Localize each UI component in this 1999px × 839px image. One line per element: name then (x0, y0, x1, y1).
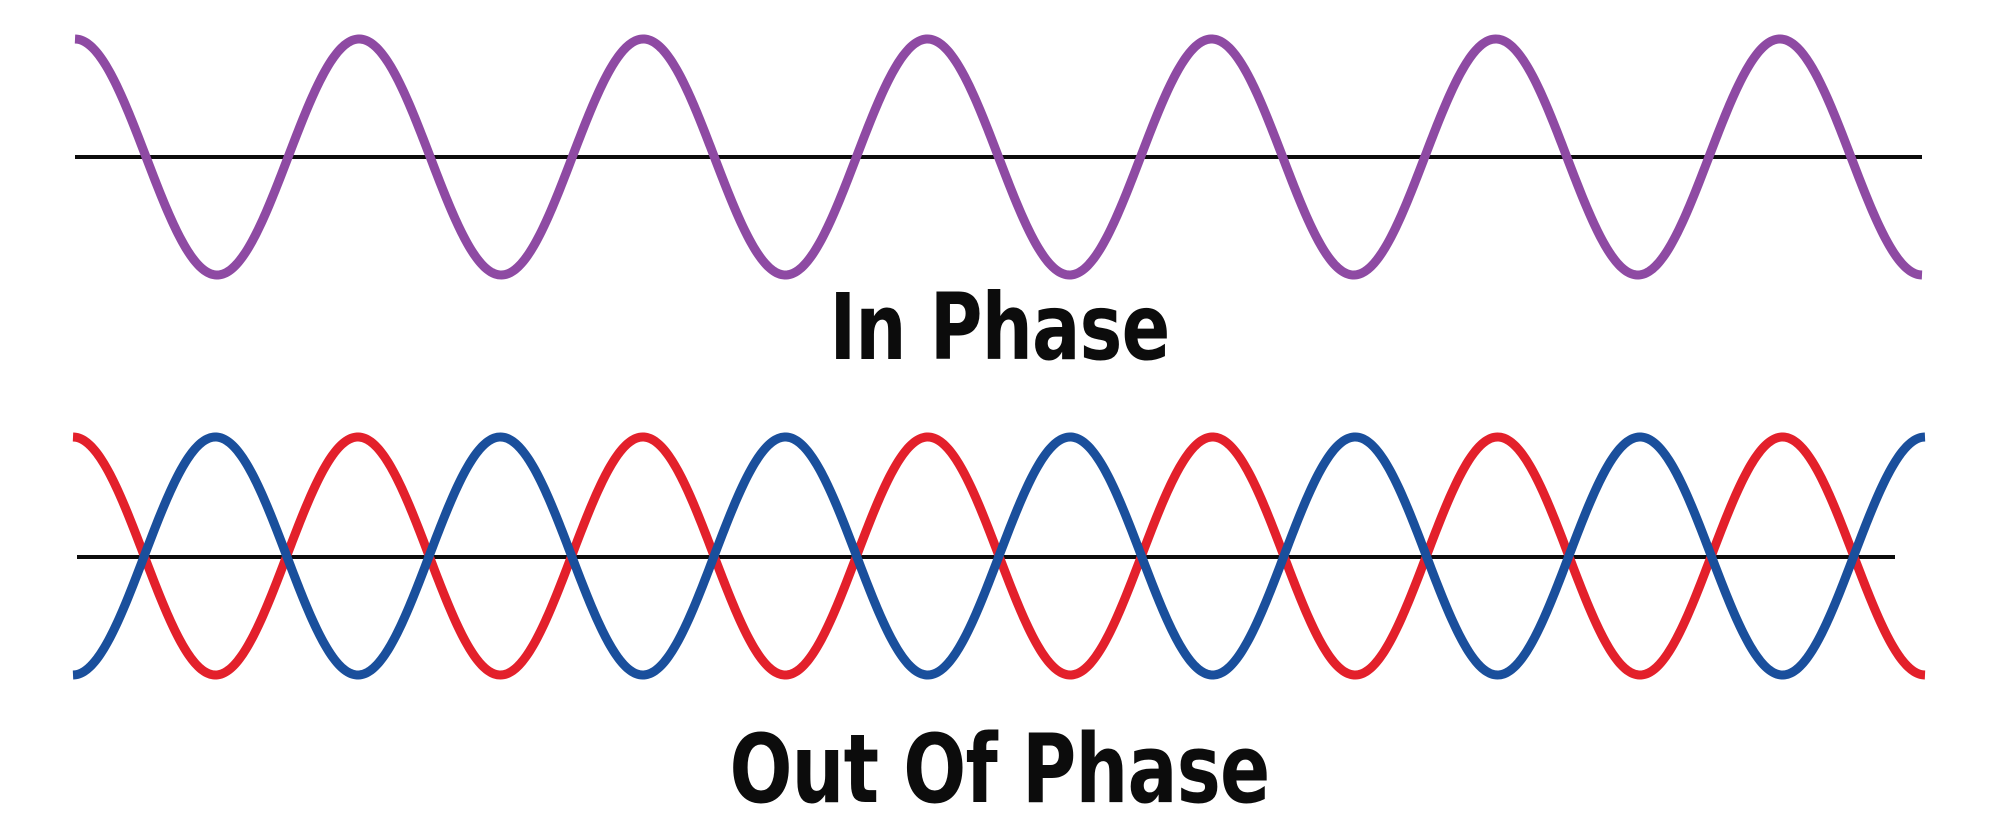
out-of-phase-panel (72, 432, 1926, 680)
out-of-phase-caption: Out Of Phase (729, 715, 1270, 825)
in-phase-panel (74, 34, 1923, 280)
in-phase-caption: In Phase (829, 274, 1170, 381)
out-of-phase-blue-wave (72, 432, 1926, 680)
in-phase-purple-wave (74, 34, 1923, 280)
